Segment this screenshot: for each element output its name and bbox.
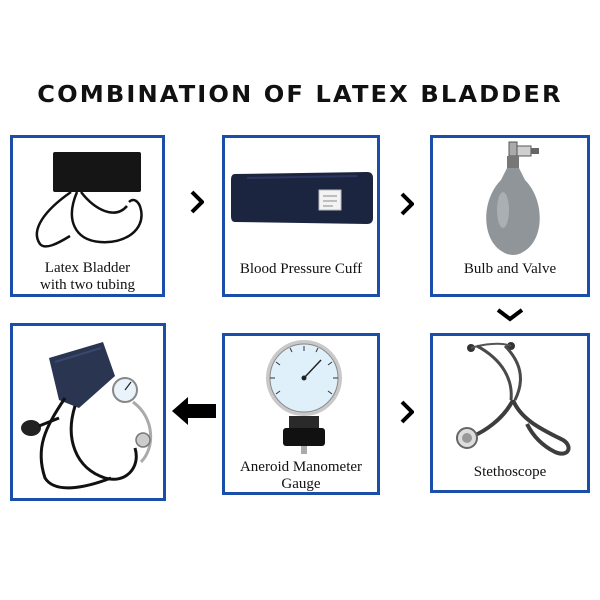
aneroid-manometer-label-line2: Gauge <box>281 476 321 492</box>
bulb-and-valve-image <box>486 141 540 255</box>
stethoscope-image <box>456 342 571 456</box>
aneroid-manometer-gauge-image <box>266 340 342 454</box>
aneroid-manometer-label-line1: Aneroid Manometer <box>239 459 363 475</box>
box-blood-pressure-cuff: Blood Pressure Cuff <box>222 135 380 297</box>
stethoscope-label: Stethoscope <box>473 464 547 480</box>
box-stethoscope: Stethoscope <box>430 333 590 493</box>
bulb-and-valve-label: Bulb and Valve <box>463 261 557 277</box>
latex-bladder-label-line1: Latex Bladder <box>44 260 131 276</box>
box-assembled-kit <box>10 323 166 501</box>
box-bulb-and-valve: Bulb and Valve <box>430 135 590 297</box>
arrow-left-icon <box>172 397 216 429</box>
chevron-right-icon <box>190 190 205 218</box>
chevron-down-icon <box>496 307 524 326</box>
chevron-right-icon <box>400 192 415 220</box>
latex-bladder-image <box>35 152 143 248</box>
latex-bladder-label-line2: with two tubing <box>39 277 135 293</box>
chevron-right-icon <box>400 400 415 428</box>
blood-pressure-cuff-image <box>231 172 373 224</box>
diagram-title: COMBINATION OF LATEX BLADDER <box>37 82 563 108</box>
box-latex-bladder: Latex Bladder with two tubing <box>10 135 165 297</box>
assembled-kit-image <box>21 342 153 490</box>
box-aneroid-manometer-gauge: Aneroid Manometer Gauge <box>222 333 380 495</box>
blood-pressure-cuff-label: Blood Pressure Cuff <box>239 261 363 277</box>
